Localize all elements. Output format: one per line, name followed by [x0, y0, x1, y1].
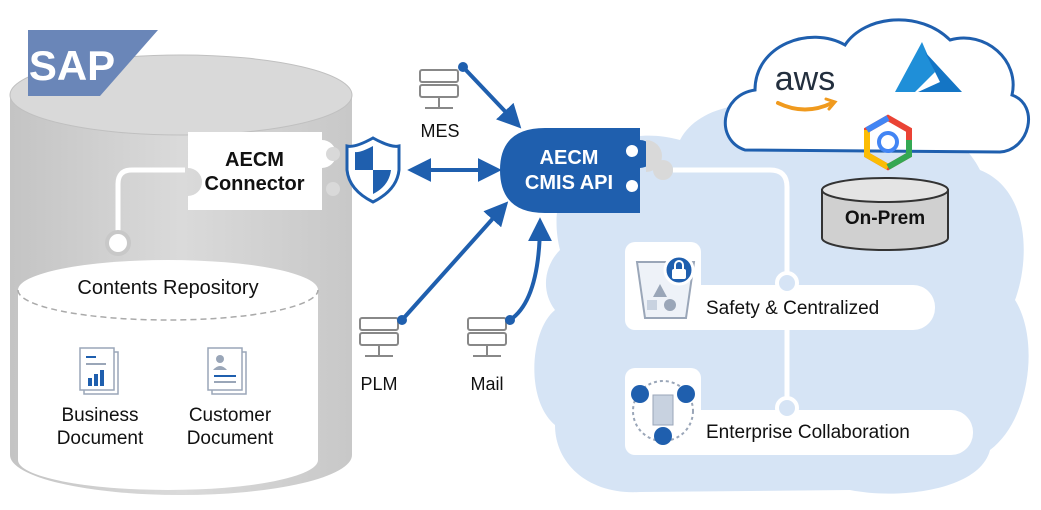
connector-link [115, 167, 185, 240]
google-cloud-icon [864, 114, 912, 171]
feature-safety-label: Safety & Centralized [706, 298, 880, 319]
public-cloud [723, 18, 1030, 154]
on-prem-database [821, 177, 949, 251]
shield-icon [345, 136, 401, 204]
sap-logo: SAP [28, 30, 158, 96]
api-label-line2: CMIS API [524, 172, 614, 194]
customer-document-line2: Document [186, 428, 274, 449]
api-label-line1: AECM [539, 147, 599, 169]
customer-document-label: Customer Document [170, 404, 290, 450]
azure-icon [895, 42, 962, 92]
plm-api-arrow [400, 201, 509, 322]
contents-repository [17, 260, 319, 490]
api-feature-link [673, 167, 790, 410]
business-document-line2: Document [56, 428, 144, 449]
mes-server-icon [419, 69, 459, 109]
api-label: AECM CMIS API [503, 138, 635, 204]
aecm-cmis-api-piece [500, 128, 673, 213]
customer-document-icon [207, 347, 247, 395]
connector-label: AECM Connector [192, 140, 317, 204]
repository-title: Contents Repository [77, 277, 259, 299]
aws-logo-text: aws [775, 60, 835, 98]
connector-label-line2: Connector [204, 173, 305, 195]
plm-label: PLM [360, 374, 398, 394]
bucket-lock-icon [635, 254, 696, 319]
business-document-icon [79, 347, 119, 395]
on-prem-label: On-Prem [844, 208, 926, 229]
collaboration-icon [631, 380, 695, 445]
connector-node [105, 230, 131, 256]
feature-collaboration-label: Enterprise Collaboration [706, 422, 910, 443]
plm-server-icon [359, 317, 399, 357]
sap-logo-text: SAP [29, 42, 115, 89]
business-document-label: Business Document [40, 404, 160, 450]
mail-server-icon [467, 317, 507, 357]
aws-logo: aws [775, 60, 838, 112]
aecm-connector-piece [188, 132, 340, 210]
mail-api-arrow [508, 217, 552, 322]
business-document-line1: Business [61, 405, 139, 426]
mes-api-arrow [461, 65, 522, 129]
mes-label: MES [420, 121, 460, 141]
mail-label: Mail [470, 374, 504, 394]
connector-label-line1: AECM [225, 149, 284, 171]
customer-document-line1: Customer [188, 405, 272, 426]
